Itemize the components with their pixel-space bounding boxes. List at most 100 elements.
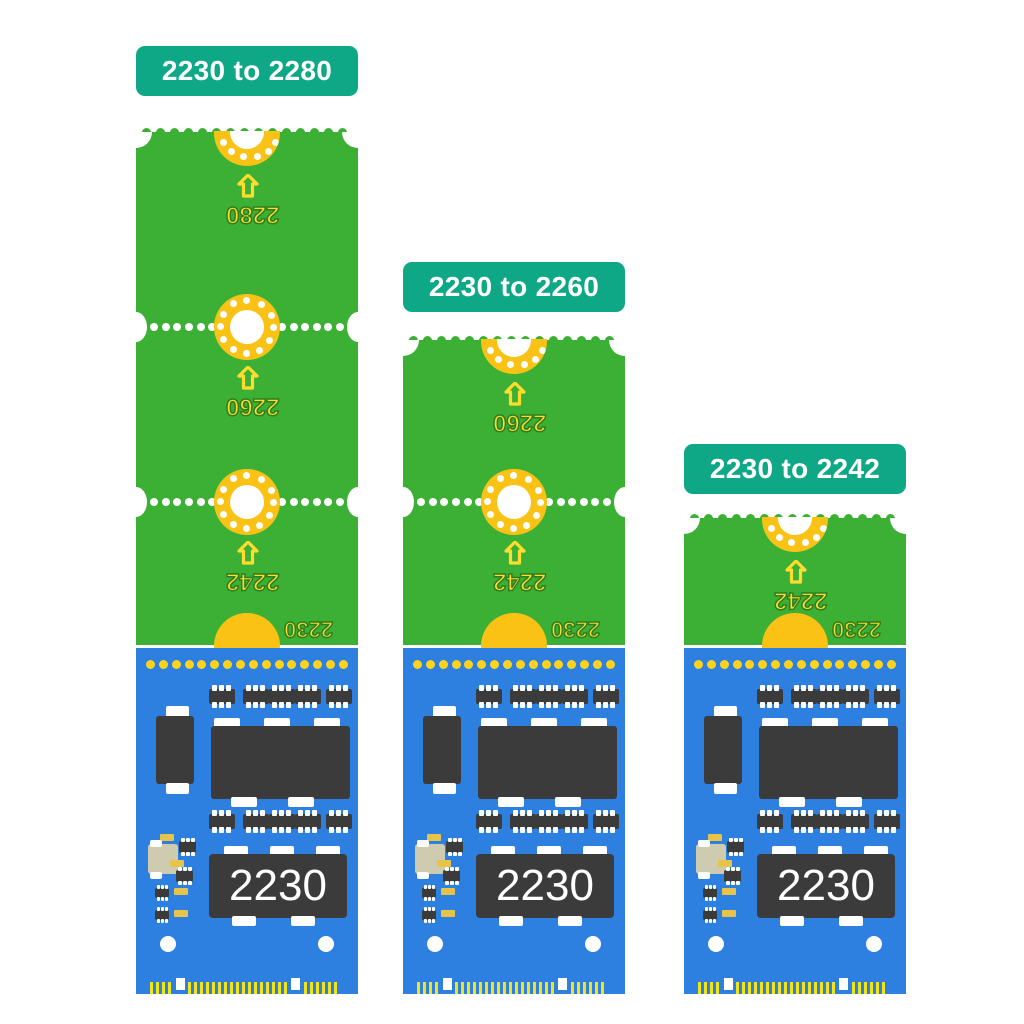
break-notch-left-2260 xyxy=(125,312,147,342)
blue-pcb-2260: 2230 xyxy=(403,648,625,978)
mounting-hole-2260-icon xyxy=(481,339,547,374)
chip-resistor xyxy=(718,860,732,867)
chip-pad xyxy=(555,797,581,807)
chip-pad xyxy=(499,916,523,926)
chip-pad xyxy=(779,797,805,807)
break-notch-left-2242 xyxy=(392,487,414,517)
corner-top-left xyxy=(403,340,419,356)
connector-edge-2280 xyxy=(136,978,358,994)
soic-chip xyxy=(757,685,783,708)
key-notch-left xyxy=(724,978,733,990)
chip-resistor xyxy=(160,834,174,841)
size-marker-2230: 2230 xyxy=(283,616,333,643)
soic-chip-small xyxy=(703,885,717,901)
soic-chip xyxy=(562,810,588,833)
gold-finger-group-right xyxy=(571,982,611,994)
key-notch-right xyxy=(558,978,567,990)
soic-chip xyxy=(791,810,817,833)
screw-hole-right xyxy=(318,936,334,952)
soic-chip xyxy=(510,810,536,833)
connector-edge-2242 xyxy=(684,978,906,994)
mounting-hole-2260-icon xyxy=(214,294,280,360)
nand-package-large xyxy=(478,726,617,799)
nand-package-large xyxy=(211,726,350,799)
controller-chip-2230: 2230 xyxy=(476,854,614,918)
badge-2230-to-2260: 2230 to 2260 xyxy=(403,262,625,312)
dram-package-small xyxy=(704,716,742,784)
chip-resistor xyxy=(170,860,184,867)
corner-top-right xyxy=(609,340,625,356)
soic-chip xyxy=(510,685,536,708)
chip-resistor xyxy=(722,910,736,917)
gold-finger-group-center xyxy=(188,982,288,994)
chip-pad xyxy=(581,718,607,728)
chip-pad xyxy=(864,846,888,856)
screw-hole-left xyxy=(160,936,176,952)
soic-chip xyxy=(476,810,502,833)
size-marker-2242: 2242 xyxy=(773,586,828,615)
mounting-hole-2242-icon xyxy=(214,469,280,535)
size-marker-2230: 2230 xyxy=(550,616,600,643)
crystal-oscillator xyxy=(148,844,178,874)
blue-pcb-2242: 2230 xyxy=(684,648,906,978)
soic-chip xyxy=(295,810,321,833)
chip-resistor xyxy=(441,910,455,917)
soic-chip xyxy=(295,685,321,708)
chip-resistor xyxy=(708,834,722,841)
chip-pad xyxy=(214,718,240,728)
soic-chip-small xyxy=(446,838,463,856)
chip-pad xyxy=(166,706,189,717)
nand-package-large xyxy=(759,726,898,799)
chip-pad xyxy=(862,718,888,728)
corner-top-right xyxy=(342,132,358,148)
gold-finger-group-left xyxy=(417,982,441,994)
crystal-oscillator xyxy=(415,844,445,874)
chip-pad xyxy=(166,783,189,794)
chip-pad xyxy=(698,840,710,847)
soic-chip xyxy=(562,685,588,708)
chip-resistor xyxy=(427,834,441,841)
chip-pad xyxy=(498,797,524,807)
key-notch-left xyxy=(443,978,452,990)
soic-chip xyxy=(326,685,352,708)
soic-chip-small xyxy=(155,907,169,923)
chip-pad xyxy=(714,783,737,794)
corner-top-left xyxy=(684,518,700,534)
mounting-hole-2280-icon xyxy=(214,131,280,166)
break-notch-right-2242 xyxy=(614,487,636,517)
blue-pcb-2280: 2230 xyxy=(136,648,358,978)
soic-chip-small xyxy=(155,885,169,901)
soic-chip xyxy=(593,810,619,833)
connector-edge-2260 xyxy=(403,978,625,994)
soic-chip xyxy=(209,810,235,833)
soic-chip xyxy=(476,685,502,708)
corner-top-right xyxy=(890,518,906,534)
size-marker-2260: 2260 xyxy=(492,408,547,437)
crystal-oscillator xyxy=(696,844,726,874)
chip-pad xyxy=(714,706,737,717)
chip-resistor xyxy=(722,888,736,895)
chip-pad xyxy=(232,916,256,926)
soic-chip-small xyxy=(179,838,196,856)
soic-chip xyxy=(843,685,869,708)
badge-2230-to-2242: 2230 to 2242 xyxy=(684,444,906,494)
soic-chip xyxy=(243,810,269,833)
up-arrow-icon-2260 xyxy=(237,366,259,390)
soic-chip xyxy=(843,810,869,833)
soic-chip xyxy=(243,685,269,708)
chip-pad xyxy=(698,872,710,879)
gold-finger-group-center xyxy=(736,982,836,994)
via-row-top xyxy=(694,660,896,669)
size-marker-2280: 2280 xyxy=(225,200,280,229)
chip-pad xyxy=(316,846,340,856)
soic-chip xyxy=(536,685,562,708)
size-marker-2242: 2242 xyxy=(492,567,547,596)
controller-chip-2230: 2230 xyxy=(757,854,895,918)
chip-pad xyxy=(150,872,162,879)
chip-pad xyxy=(537,846,561,856)
soic-chip xyxy=(757,810,783,833)
gold-finger-group-right xyxy=(852,982,892,994)
soic-chip xyxy=(791,685,817,708)
up-arrow-icon-2242 xyxy=(785,560,807,584)
